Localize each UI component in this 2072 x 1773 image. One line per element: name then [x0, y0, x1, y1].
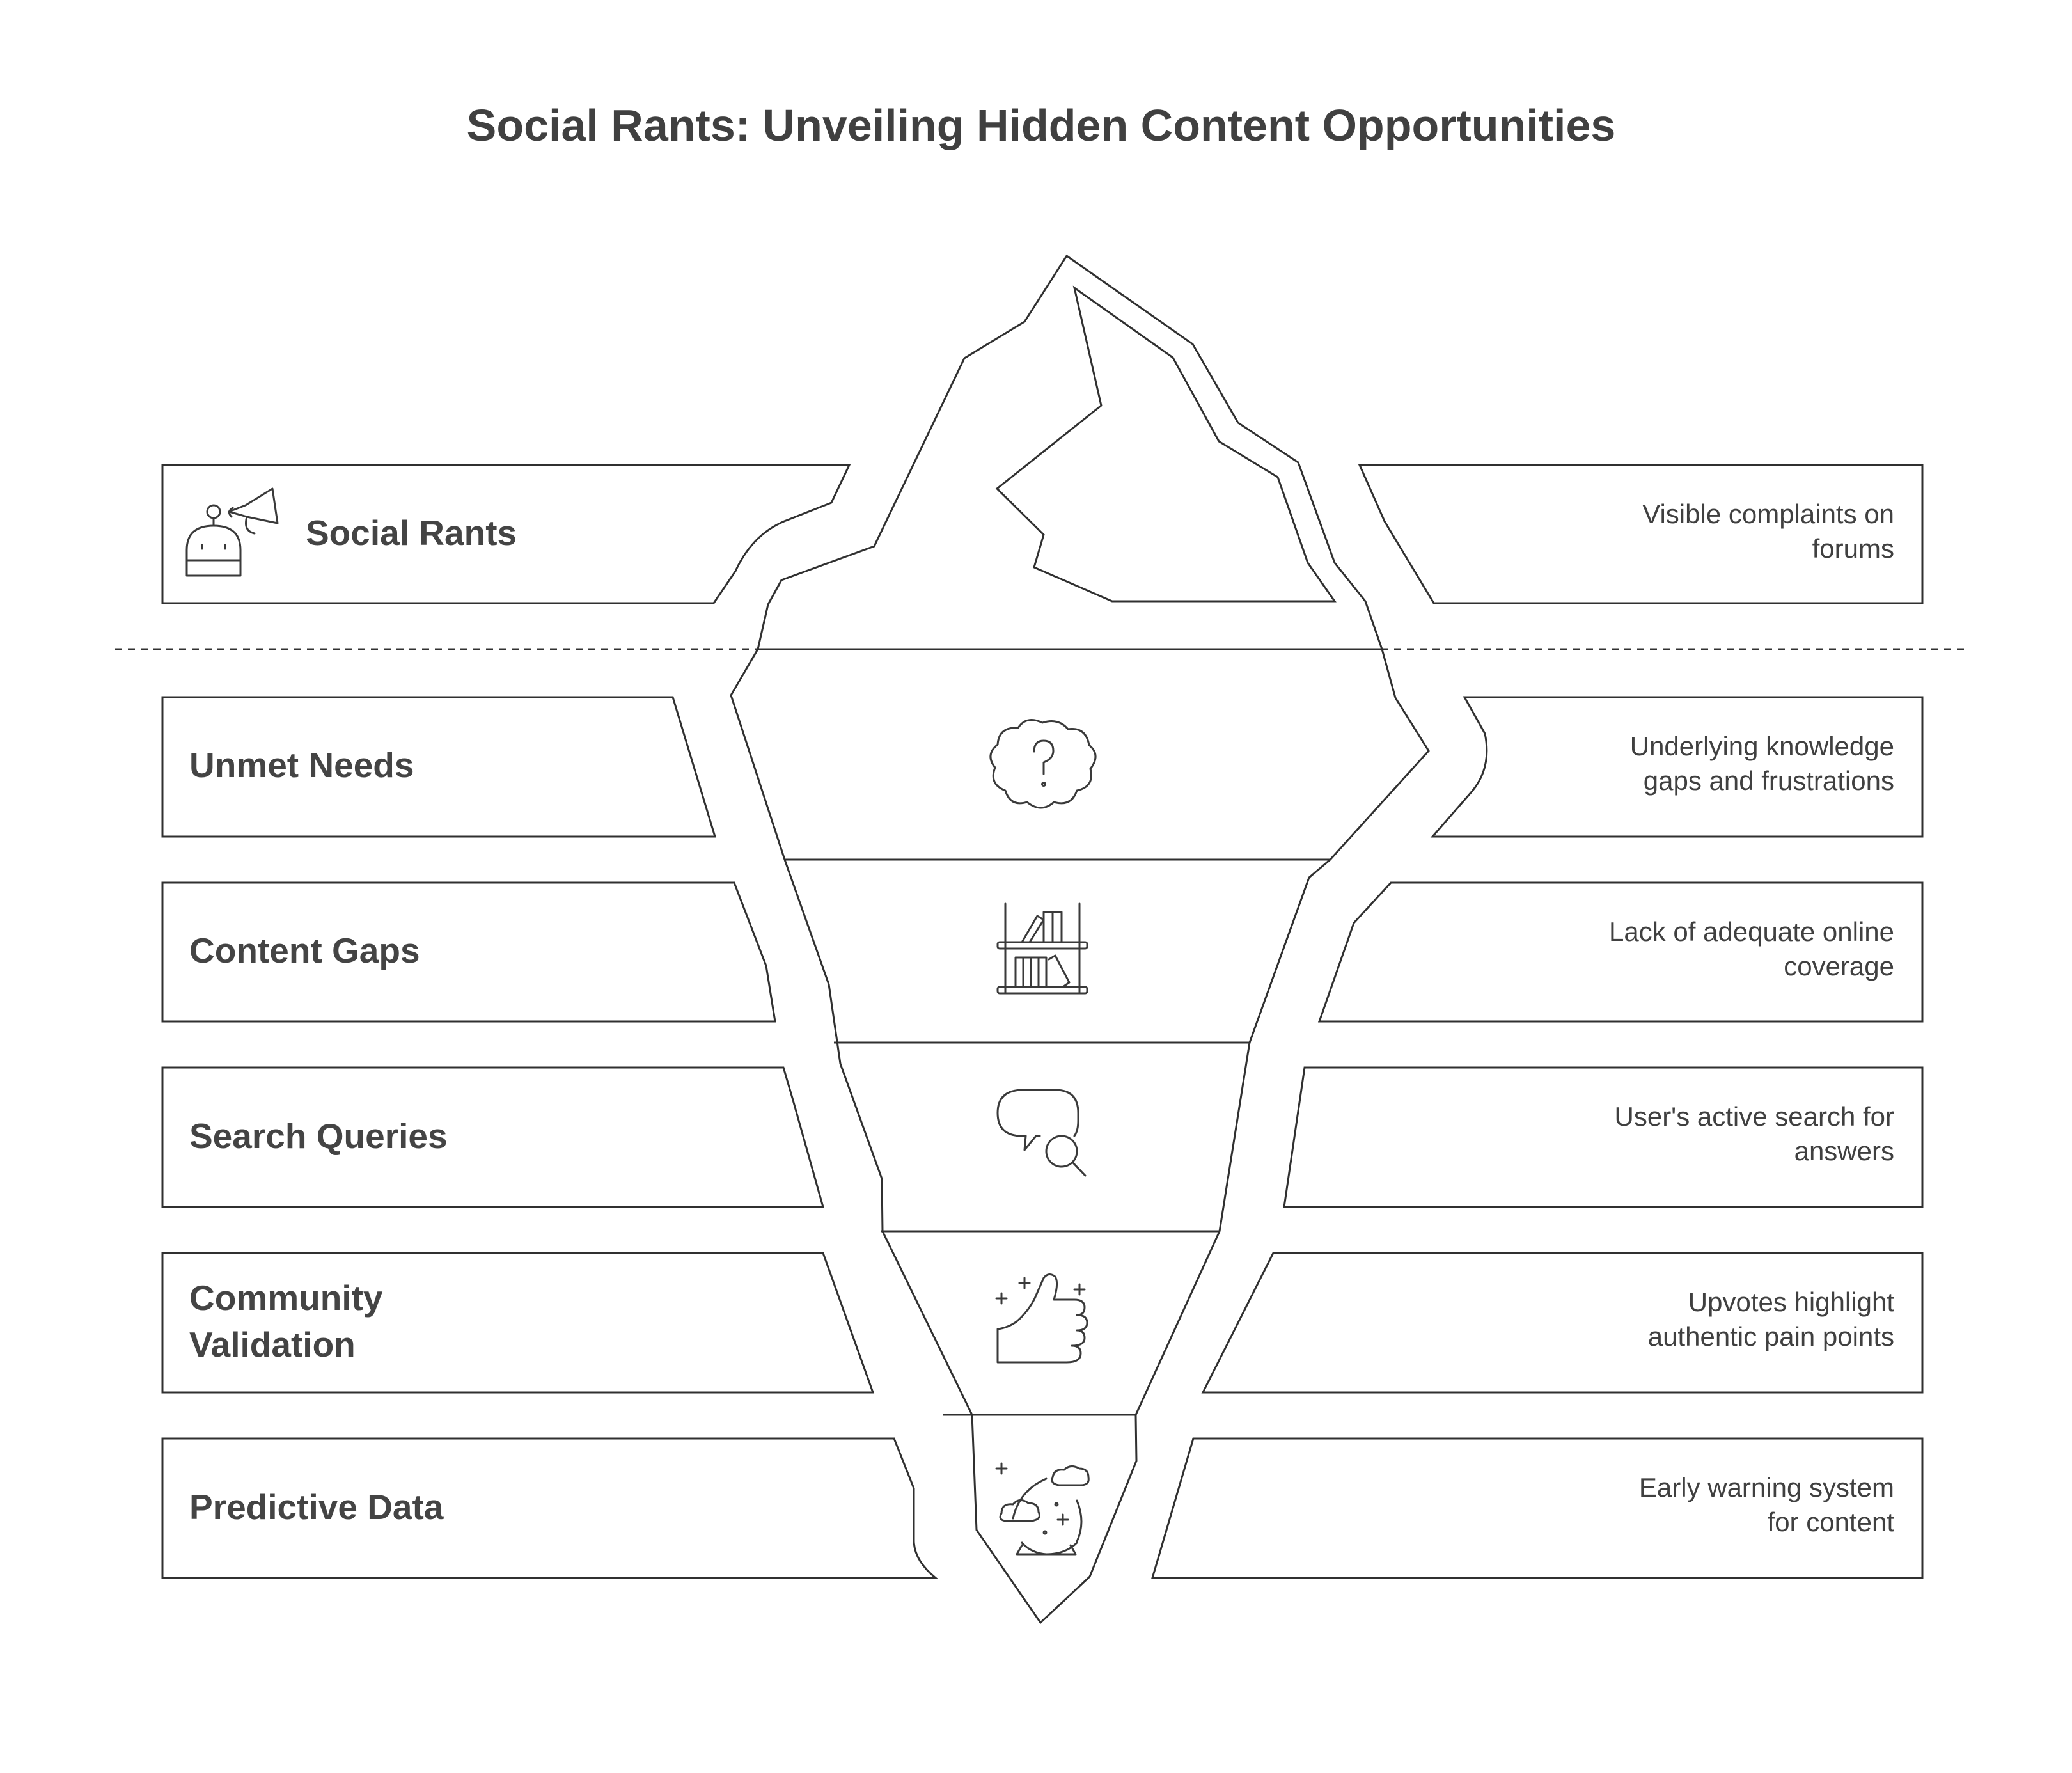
description-content-gaps-line2: coverage	[1784, 951, 1894, 981]
label-box-social-rants	[161, 464, 851, 604]
question-cloud-icon	[989, 719, 1097, 809]
description-box-predictive-data	[1150, 1437, 1924, 1579]
label-box-content-gaps	[161, 881, 776, 1023]
description-predictive-data-line2: for content	[1768, 1507, 1895, 1537]
description-box-content-gaps	[1317, 881, 1924, 1023]
label-box-search-queries	[161, 1066, 824, 1208]
label-box-unmet-needs	[161, 696, 717, 838]
label-box-community-validation	[161, 1252, 875, 1394]
label-box-predictive-data	[161, 1437, 939, 1579]
description-box-search-queries	[1283, 1066, 1924, 1208]
iceberg-underwater	[730, 648, 1430, 1625]
layer-label-content-gaps: Content Gaps	[189, 931, 420, 970]
layer-label-social-rants: Social Rants	[306, 513, 517, 553]
description-social-rants-line2: forums	[1812, 533, 1894, 563]
megaphone-robot-icon	[185, 487, 279, 577]
description-content-gaps-line1: Lack of adequate online	[1609, 917, 1894, 947]
layer-label-predictive-data: Predictive Data	[189, 1487, 444, 1527]
description-social-rants-line1: Visible complaints on	[1642, 499, 1894, 529]
description-predictive-data-line1: Early warning system	[1639, 1472, 1894, 1502]
iceberg-peak-facet	[995, 285, 1337, 603]
iceberg-tip	[757, 254, 1384, 650]
description-community-validation-line2: authentic pain points	[1648, 1321, 1894, 1351]
thumbs-up-icon	[995, 1273, 1088, 1364]
bookshelf-icon	[996, 902, 1088, 995]
description-community-validation-line1: Upvotes highlight	[1688, 1287, 1895, 1317]
layer-label-unmet-needs: Unmet Needs	[189, 745, 414, 785]
description-search-queries-line2: answers	[1794, 1136, 1894, 1166]
layer-label-search-queries: Search Queries	[189, 1116, 448, 1156]
layer-label-community-validation-line2: Validation	[189, 1325, 356, 1364]
crystal-ball-icon	[995, 1462, 1090, 1556]
diagram-title: Social Rants: Unveiling Hidden Content O…	[467, 100, 1616, 150]
layer-label-community-validation: Community	[189, 1278, 383, 1318]
description-unmet-needs-line2: gaps and frustrations	[1644, 766, 1894, 796]
description-box-social-rants	[1358, 464, 1924, 604]
description-search-queries-line1: User's active search for	[1615, 1101, 1895, 1131]
description-box-unmet-needs	[1430, 696, 1924, 838]
description-box-community-validation	[1201, 1252, 1924, 1394]
chat-search-icon	[996, 1089, 1087, 1177]
description-unmet-needs-line1: Underlying knowledge	[1630, 731, 1894, 761]
